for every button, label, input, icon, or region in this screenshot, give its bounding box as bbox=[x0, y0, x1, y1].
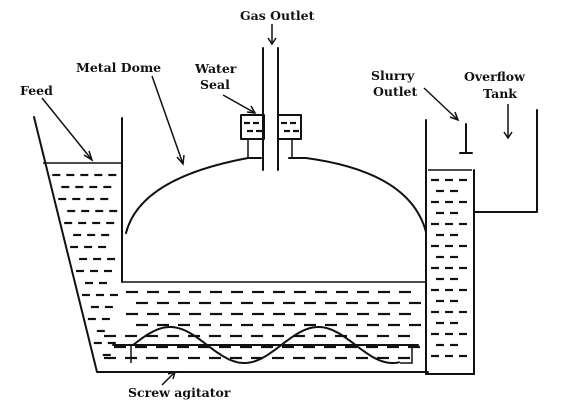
agitator-screw bbox=[132, 326, 400, 364]
leader-arrows bbox=[41, 24, 513, 386]
water-seal-right bbox=[277, 114, 302, 140]
feed-label: Feed bbox=[20, 83, 53, 98]
screw-agitator-label: Screw agitator bbox=[128, 385, 231, 400]
overflow-tank-label-2: Tank bbox=[483, 86, 517, 101]
water-seal-left bbox=[240, 114, 265, 140]
slurry-outlet-label-1: Slurry bbox=[371, 68, 415, 83]
outlet-chamber-slurry bbox=[431, 178, 467, 358]
water-seal-liquid bbox=[244, 121, 299, 133]
feed-chamber-wall bbox=[33, 116, 429, 373]
gas-outlet-label: Gas Outlet bbox=[240, 8, 315, 23]
overflow-pipe bbox=[473, 109, 538, 213]
water-seal-label-1: Water bbox=[194, 61, 237, 76]
feed-chamber-slurry bbox=[52, 173, 118, 357]
agitator-bracket-right bbox=[400, 345, 413, 364]
overflow-tank-label-1: Overflow bbox=[464, 69, 526, 84]
metal-dome bbox=[125, 157, 427, 234]
digester-slurry bbox=[104, 290, 421, 360]
metal-dome-label: Metal Dome bbox=[76, 60, 161, 75]
slurry-outlet-label-2: Outlet bbox=[373, 84, 417, 99]
water-seal-label-2: Seal bbox=[200, 77, 230, 92]
